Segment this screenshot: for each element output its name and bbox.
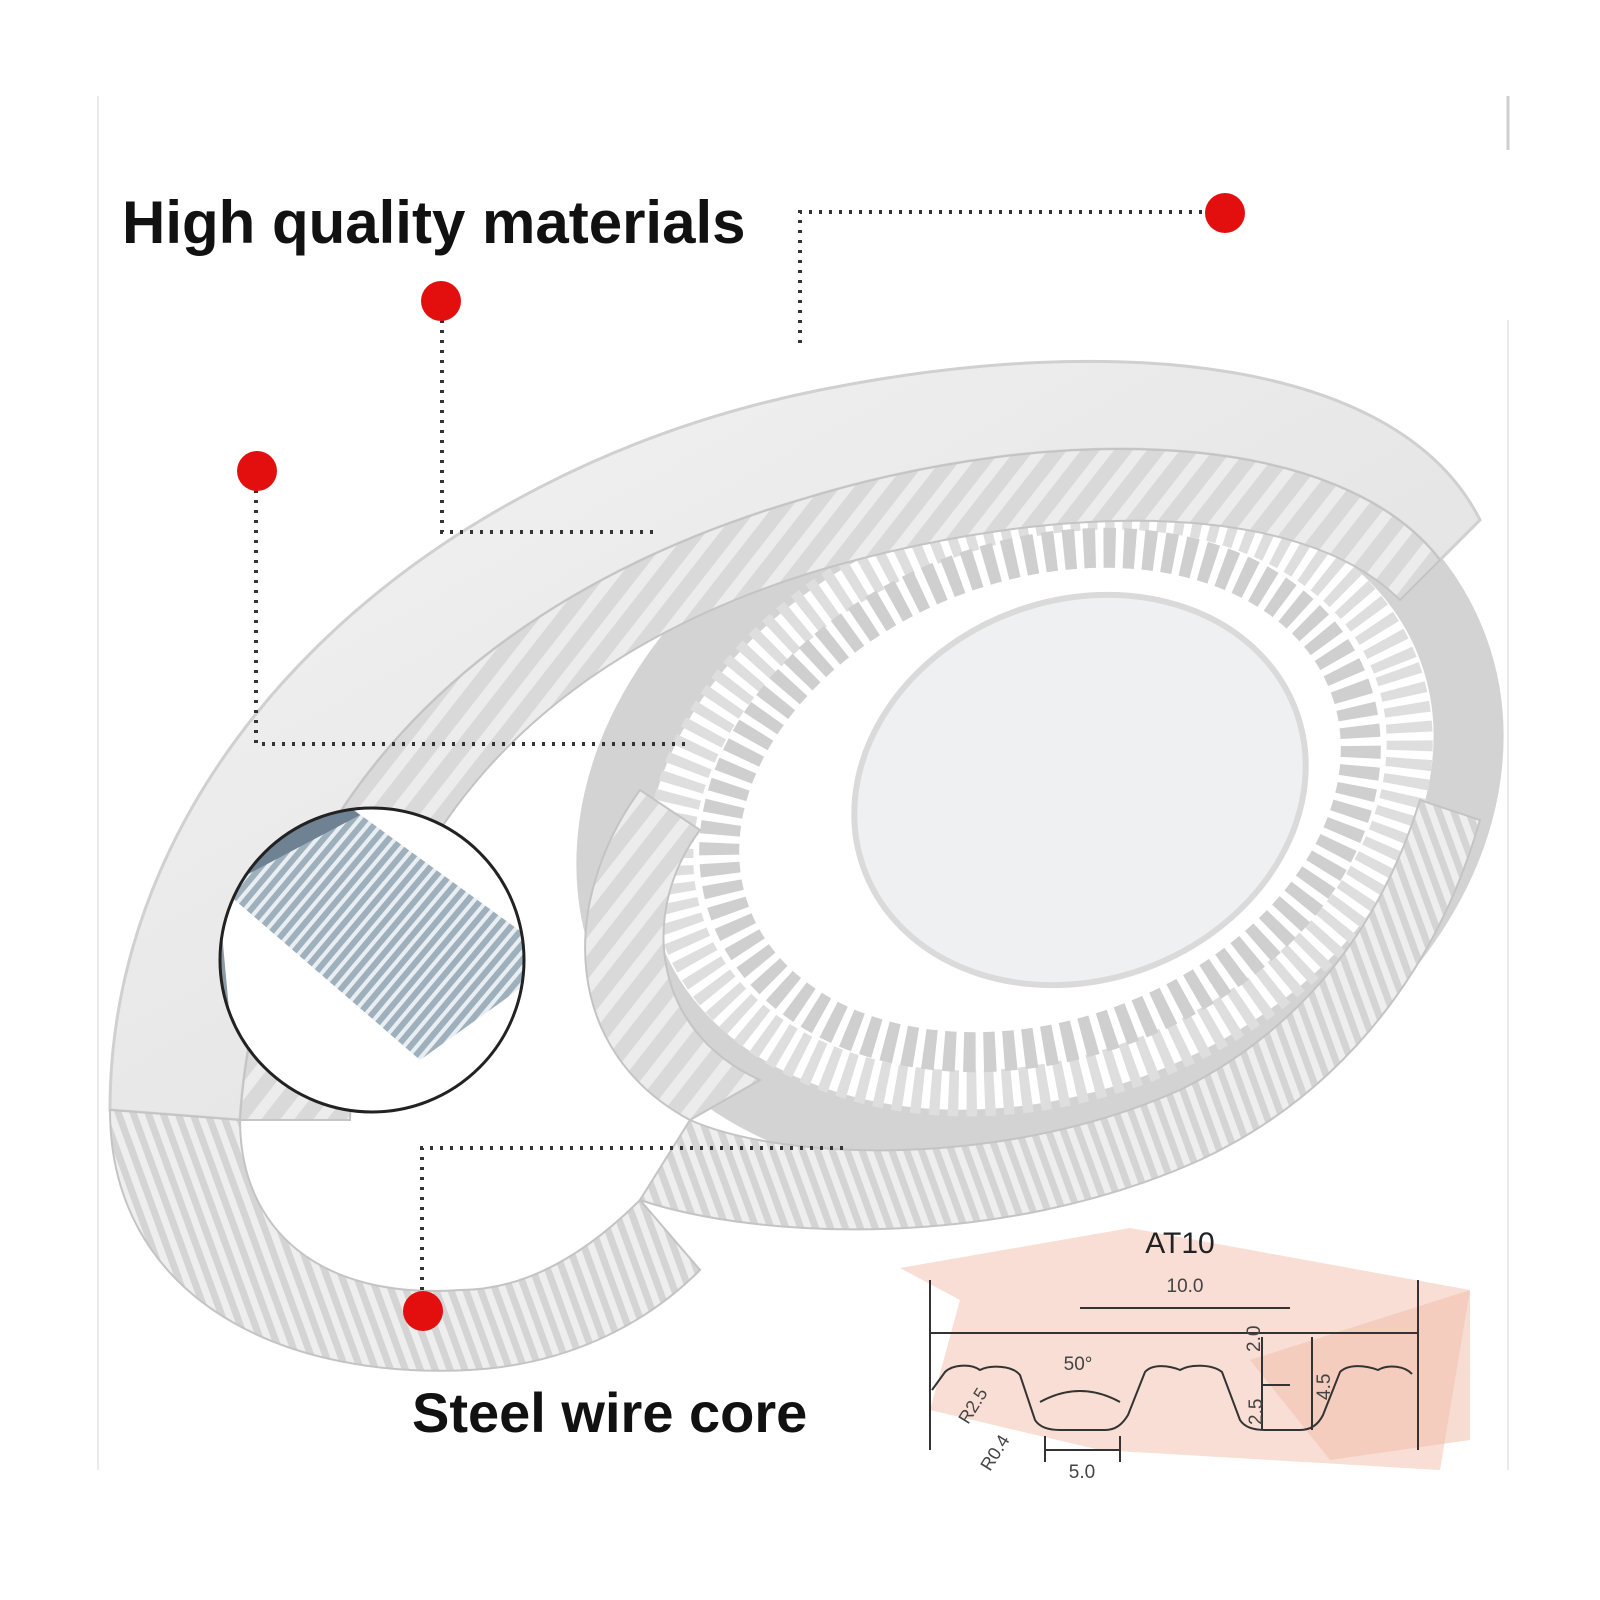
callout-markers	[237, 193, 1245, 1331]
marker-dot	[421, 281, 461, 321]
profile-tooth-height: 2.0	[1244, 1326, 1265, 1352]
headline-steel-wire-core: Steel wire core	[412, 1381, 808, 1444]
profile-radius-bottom: R0.4	[976, 1431, 1013, 1474]
belt-lower-loop	[108, 788, 1482, 1372]
belt-outer-surface	[108, 359, 1482, 1122]
at10-profile-diagram	[900, 1228, 1470, 1470]
profile-belt-height: 2.5	[1246, 1399, 1267, 1425]
profile-tooth-width: 5.0	[1069, 1462, 1095, 1483]
callout-leaders	[254, 210, 1212, 1310]
marker-dot	[237, 451, 277, 491]
headline-high-quality-materials: High quality materials	[122, 189, 746, 256]
profile-angle: 50°	[1064, 1354, 1093, 1375]
marker-dot	[403, 1291, 443, 1331]
profile-pitch: 10.0	[1167, 1276, 1204, 1297]
steel-wire-inset	[218, 806, 526, 1114]
profile-total-height: 4.5	[1314, 1374, 1335, 1400]
marker-dot	[1205, 193, 1245, 233]
profile-name: AT10	[1145, 1227, 1214, 1260]
